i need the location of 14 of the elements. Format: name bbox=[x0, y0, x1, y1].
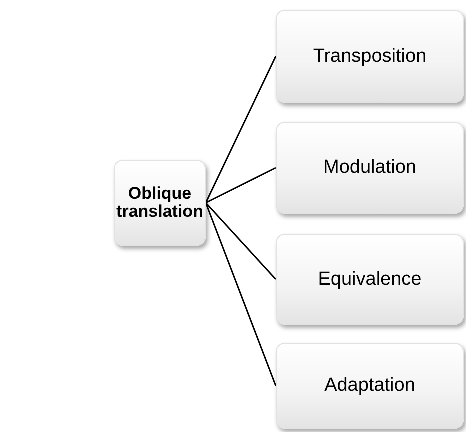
box-label: Oblique translation bbox=[116, 185, 204, 221]
branch-box bbox=[276, 343, 464, 429]
branch-box bbox=[276, 234, 464, 325]
root-box bbox=[114, 160, 206, 246]
box-label: Transposition bbox=[313, 46, 427, 66]
branch-box bbox=[276, 122, 464, 214]
box-label: Modulation bbox=[324, 158, 416, 178]
branch-box bbox=[276, 10, 464, 103]
box-label: Equivalence bbox=[318, 270, 422, 290]
connector-line bbox=[205, 56, 277, 204]
connector-line bbox=[206, 167, 276, 204]
connector-line bbox=[205, 202, 277, 386]
box-label: Adaptation bbox=[324, 376, 416, 396]
connector-line bbox=[205, 202, 277, 280]
